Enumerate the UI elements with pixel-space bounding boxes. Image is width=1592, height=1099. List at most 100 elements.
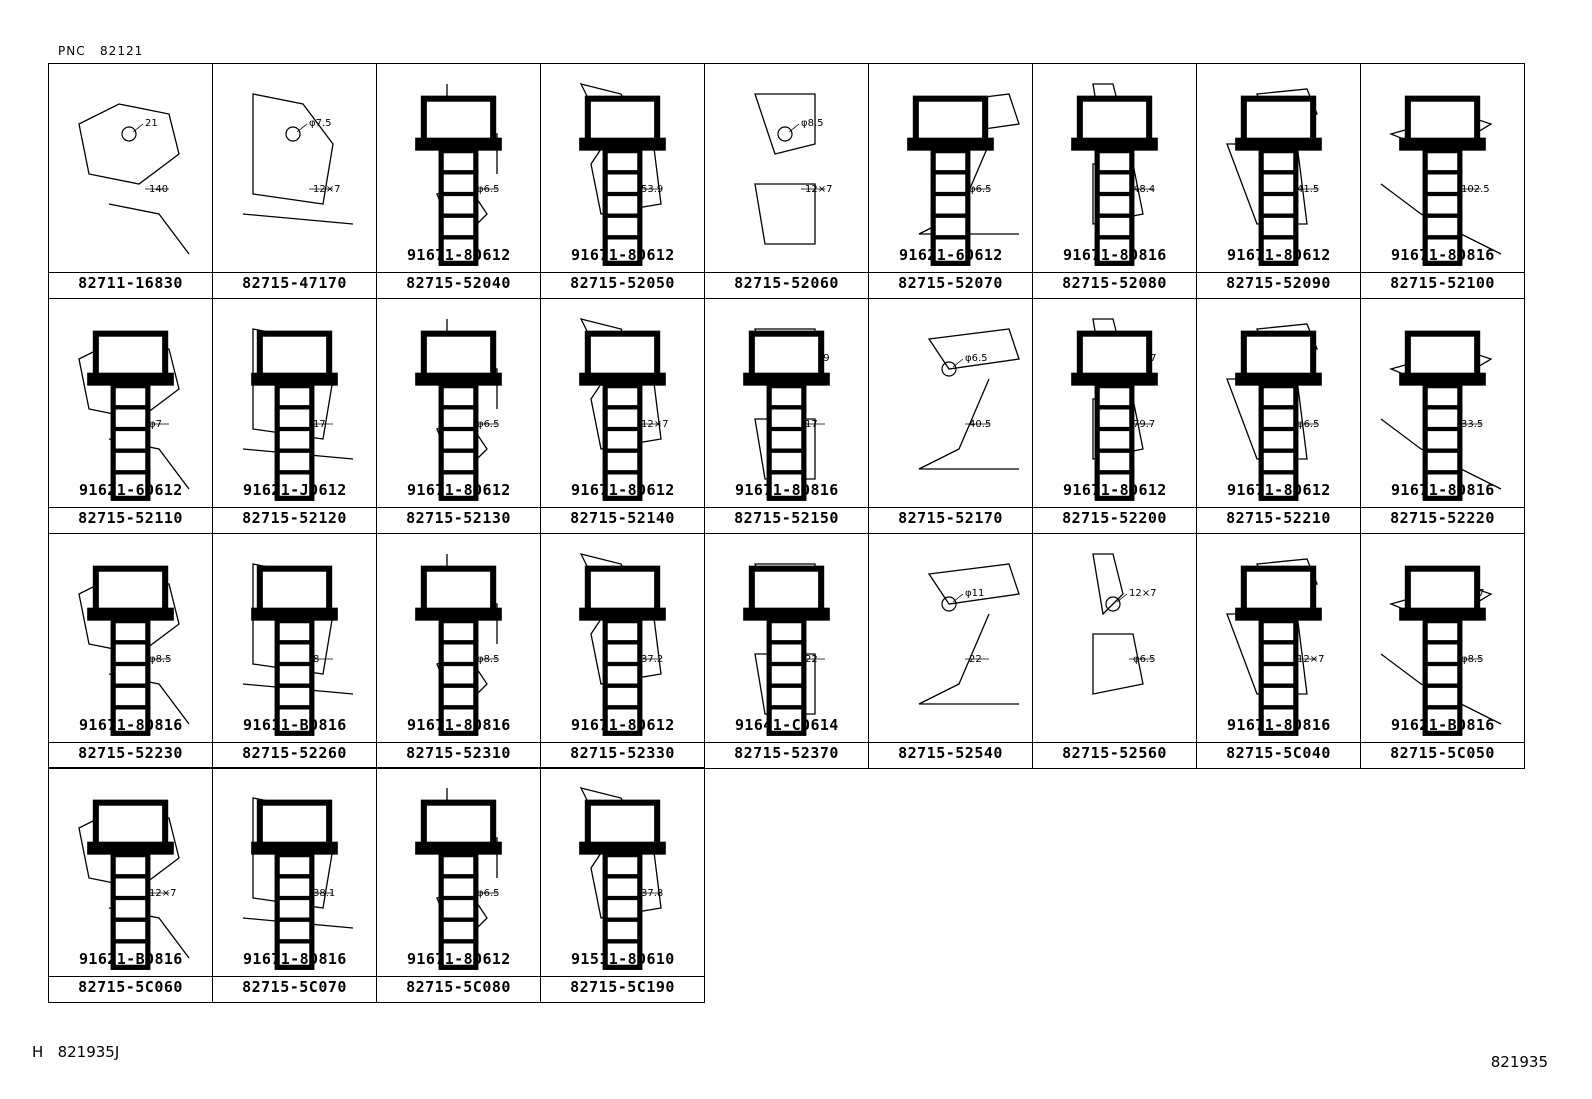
part-number[interactable]: 82715-52220 <box>1390 509 1495 527</box>
bolt-icon <box>1235 565 1322 736</box>
bolt-icon <box>579 799 666 970</box>
part-number[interactable]: 82715-52040 <box>406 274 511 292</box>
bolt-icon <box>907 95 994 266</box>
part-number[interactable]: 82715-52060 <box>734 274 839 292</box>
bolt-part-number: 91671-80816 <box>1227 716 1331 734</box>
bolt-part-number: 91671-80612 <box>407 246 511 264</box>
part-number[interactable]: 82715-52230 <box>78 744 183 762</box>
part-number[interactable]: 82715-47170 <box>242 274 347 292</box>
bolt-icon <box>1235 330 1322 501</box>
dimension-label: 48.4 <box>1133 184 1155 195</box>
part-number[interactable]: 82715-52050 <box>570 274 675 292</box>
bolt-icon <box>1399 565 1486 736</box>
part-number[interactable]: 82715-52070 <box>898 274 1003 292</box>
part-number[interactable]: 82715-5C080 <box>406 978 511 996</box>
dimension-label: φ6.5 <box>477 184 500 195</box>
part-number[interactable]: 82715-52560 <box>1062 744 1167 762</box>
bolt-icon <box>579 95 666 266</box>
part-number[interactable]: 82715-52310 <box>406 744 511 762</box>
bolt-part-number: 91671-80612 <box>571 246 675 264</box>
part-number[interactable]: 82715-52200 <box>1062 509 1167 527</box>
bracket-outline <box>754 93 816 245</box>
dimension-label: φ6.5 <box>969 184 992 195</box>
part-number[interactable]: 82715-5C070 <box>242 978 347 996</box>
part-number[interactable]: 82715-52170 <box>898 509 1003 527</box>
part-number[interactable]: 82711-16830 <box>78 274 183 292</box>
part-number[interactable]: 82715-52120 <box>242 509 347 527</box>
part-number[interactable]: 82715-52080 <box>1062 274 1167 292</box>
part-number[interactable]: 82715-52150 <box>734 509 839 527</box>
dimension-label: φ8.5 <box>801 118 824 129</box>
mount-hole <box>121 126 137 142</box>
part-number[interactable]: 82715-5C060 <box>78 978 183 996</box>
part-number[interactable]: 82715-52130 <box>406 509 511 527</box>
bolt-part-number: 91621-60612 <box>899 246 1003 264</box>
part-number[interactable]: 82715-5C040 <box>1226 744 1331 762</box>
dimension-label: φ6.5 <box>1297 419 1320 430</box>
part-number[interactable]: 82715-5C190 <box>570 978 675 996</box>
bolt-part-number: 91671-80816 <box>243 950 347 968</box>
bolt-icon <box>579 565 666 736</box>
bolt-part-number: 91621-60612 <box>79 481 183 499</box>
bolt-part-number: 91671-80816 <box>79 716 183 734</box>
footer-left: H 821935J <box>32 1043 119 1061</box>
part-number[interactable]: 82715-52140 <box>570 509 675 527</box>
part-number[interactable]: 82715-52540 <box>898 744 1003 762</box>
part-number[interactable]: 82715-52260 <box>242 744 347 762</box>
dimension-leader <box>296 123 308 133</box>
bolt-icon <box>87 565 174 736</box>
part-number[interactable]: 82715-52110 <box>78 509 183 527</box>
bolt-icon <box>415 95 502 266</box>
bracket-outline <box>242 93 354 225</box>
part-number[interactable]: 82715-52330 <box>570 744 675 762</box>
part-number[interactable]: 82715-52370 <box>734 744 839 762</box>
bolt-part-number: 91621-J0612 <box>243 481 347 499</box>
part-number[interactable]: 82715-52210 <box>1226 509 1331 527</box>
part-number[interactable]: 82715-52090 <box>1226 274 1331 292</box>
bracket-sketch: φ7.512×7 <box>242 93 354 225</box>
part-number[interactable]: 82715-5C050 <box>1390 744 1495 762</box>
part-number[interactable]: 82715-52100 <box>1390 274 1495 292</box>
bolt-icon <box>251 330 338 501</box>
